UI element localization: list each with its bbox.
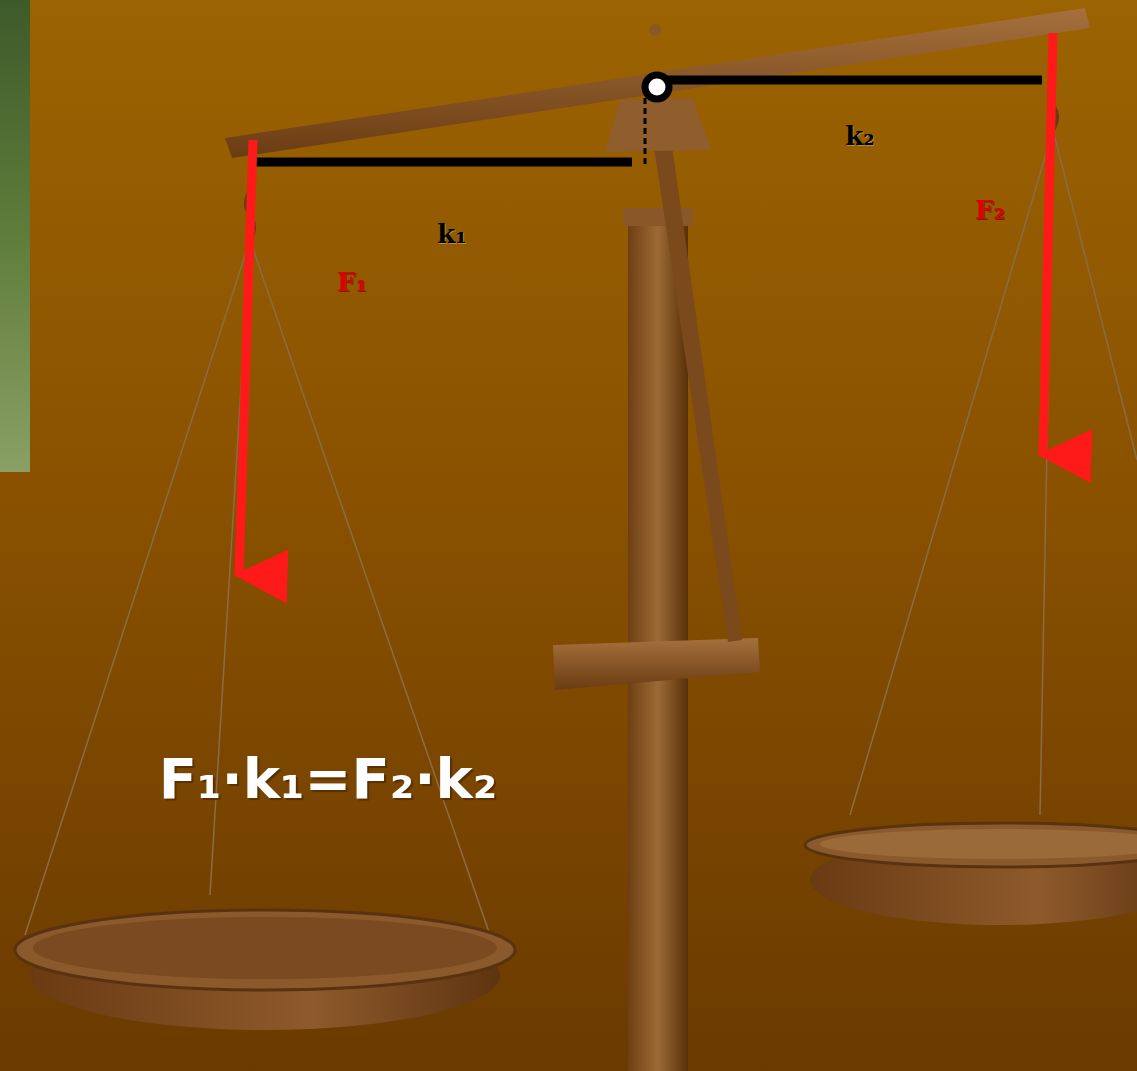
- right-pan-inside: [820, 829, 1137, 859]
- force-arrow: [1043, 33, 1053, 455]
- pivot-point: [645, 75, 669, 99]
- arm-label: k₁: [437, 220, 466, 249]
- lever-arm-line: [664, 76, 1042, 85]
- left-pan-rim: [15, 910, 515, 990]
- dashed-line: [644, 98, 647, 166]
- arm-label: k₂: [845, 122, 874, 151]
- crossbar: [553, 638, 760, 690]
- right-strings: [850, 130, 1137, 815]
- lever-arm-line: [255, 158, 632, 167]
- beam-knob: [649, 24, 661, 36]
- photo-strip: [0, 0, 30, 472]
- left-strings: [25, 240, 490, 935]
- force-arrow: [239, 140, 253, 575]
- force-label: F₁: [337, 268, 367, 297]
- pointer: [650, 118, 742, 642]
- left-pan-inside: [33, 917, 497, 979]
- right-pan-rim: [805, 823, 1137, 867]
- pivot-housing: [605, 98, 712, 152]
- force-label: F₂: [975, 196, 1005, 225]
- beam: [225, 8, 1090, 158]
- equilibrium-formula: F₁·k₁=F₂·k₂: [159, 748, 498, 810]
